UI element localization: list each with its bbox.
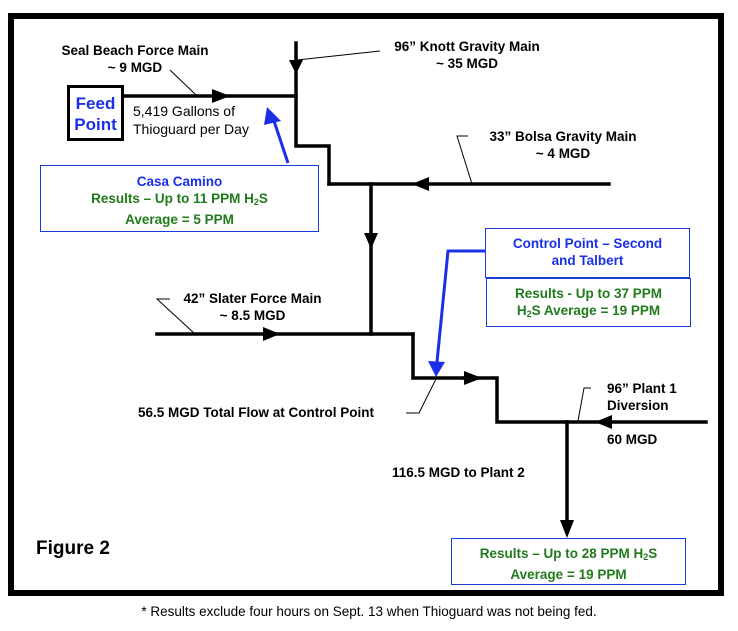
pipe-knott (294, 41, 331, 186)
label-plant1: 96” Plant 1 Diversion (607, 380, 677, 414)
slater-flow: ~ 8.5 MGD (219, 308, 286, 323)
slater-name: 42” Slater Force Main (183, 291, 322, 306)
plant2-flow: 116.5 MGD to Plant 2 (392, 465, 525, 480)
leader-knott (296, 50, 381, 61)
plant1-flow: 60 MGD (607, 432, 658, 447)
feed-dose-line1: 5,419 Gallons of (133, 103, 235, 119)
label-bolsa: 33” Bolsa Gravity Main ~ 4 MGD (468, 128, 658, 162)
leader-plant1 (577, 387, 591, 422)
leader-bolsa (456, 135, 473, 185)
control-point-title-2: and Talbert (551, 253, 624, 268)
control-point-title-box: Control Point – Second and Talbert (485, 228, 690, 278)
flow-arrow-knott (289, 60, 303, 74)
feed-dose-line2: Thioguard per Day (133, 121, 249, 137)
pointer-casa-camino (272, 120, 290, 164)
bolsa-name: 33” Bolsa Gravity Main (489, 129, 637, 144)
plant1-name: 96” Plant 1 (607, 381, 677, 396)
casa-camino-average: Average = 5 PPM (125, 212, 234, 227)
control-point-results-box: Results - Up to 37 PPM H2S Average = 19 … (486, 278, 691, 327)
flow-arrow-plant2 (560, 520, 574, 538)
label-seal-beach: Seal Beach Force Main ~ 9 MGD (40, 42, 230, 76)
knott-name: 96” Knott Gravity Main (394, 39, 540, 54)
flow-arrow-control (464, 371, 482, 385)
flow-arrow-bolsa (412, 177, 429, 191)
feed-point-box: Feed Point (67, 85, 124, 141)
flow-arrow-plant1 (595, 415, 612, 429)
plant2-average: Average = 19 PPM (510, 567, 627, 582)
plant2-max: Results – Up to 28 PPM H2S (479, 546, 658, 562)
flow-arrow-slater (263, 327, 280, 341)
flow-arrow-seal-beach (212, 89, 230, 103)
casa-camino-results-box: Casa Camino Results – Up to 11 PPM H2S A… (40, 165, 319, 232)
leader-seal-beach (169, 69, 197, 96)
casa-camino-title: Casa Camino (136, 174, 223, 189)
pointer-arrowhead-control-point (428, 361, 445, 377)
knott-flow: ~ 35 MGD (436, 56, 498, 71)
plant1-name-2: Diversion (607, 398, 669, 413)
feed-point-line2: Point (74, 115, 117, 134)
bolsa-flow: ~ 4 MGD (535, 146, 591, 161)
leader-slater (155, 298, 196, 335)
casa-camino-max: Results – Up to 11 PPM H2S (91, 191, 268, 207)
feed-point-line1: Feed (75, 94, 116, 113)
seal-beach-name: Seal Beach Force Main (61, 43, 209, 58)
feed-dose-label: 5,419 Gallons of Thioguard per Day (133, 102, 249, 138)
control-point-average: H2S Average = 19 PPM (516, 303, 661, 319)
plant2-results-box: Results – Up to 28 PPM H2S Average = 19 … (451, 538, 686, 585)
flow-arrow-trunk (364, 233, 378, 249)
footnote: * Results exclude four hours on Sept. 13… (141, 604, 597, 619)
pipe-control-point (411, 332, 466, 380)
control-point-title-1: Control Point – Second (512, 236, 663, 251)
figure-label: Figure 2 (36, 538, 110, 559)
pointer-control-point (435, 249, 486, 363)
control-point-max: Results - Up to 37 PPM (514, 286, 663, 301)
pipe-trunk-2 (462, 376, 569, 424)
leader-control-total (406, 378, 437, 414)
figure-frame (8, 13, 724, 596)
control-point-total-flow: 56.5 MGD Total Flow at Control Point (138, 405, 374, 420)
label-slater: 42” Slater Force Main ~ 8.5 MGD (170, 290, 335, 324)
seal-beach-flow: ~ 9 MGD (107, 60, 163, 75)
label-knott: 96” Knott Gravity Main ~ 35 MGD (372, 38, 562, 72)
pointer-arrowhead-casa-camino (264, 107, 281, 125)
